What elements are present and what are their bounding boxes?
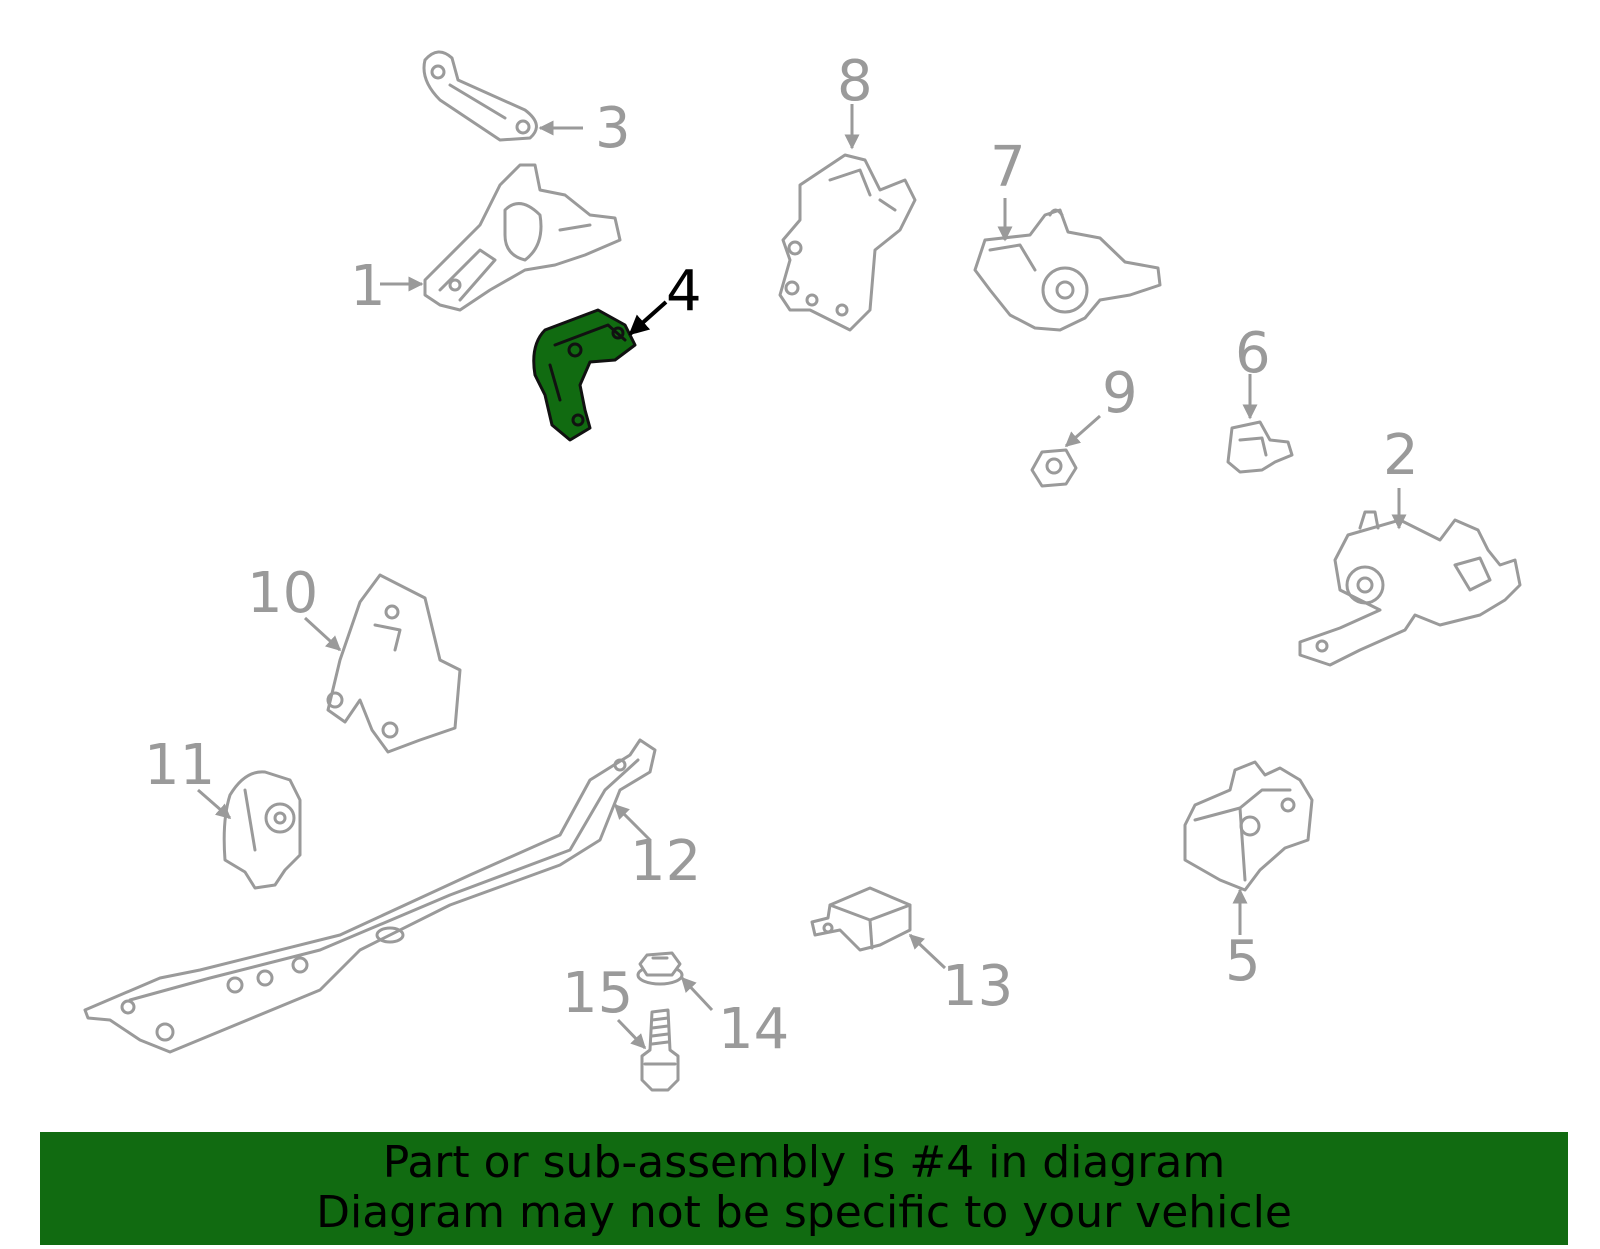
part-2-transmission-mount (1298, 510, 1522, 667)
info-banner: Part or sub-assembly is #4 in diagram Di… (40, 1132, 1568, 1245)
leader-15 (616, 1018, 647, 1050)
part-15-stud-bolt (640, 1008, 680, 1092)
callout-4: 4 (666, 259, 702, 324)
part-14-flange-nut (636, 951, 684, 986)
leader-9 (1064, 414, 1101, 448)
part-6-clip (1226, 420, 1294, 474)
part-1-engine-mount (423, 163, 622, 312)
callout-14: 14 (718, 997, 789, 1062)
part-10-bracket (326, 573, 462, 754)
callout-10: 10 (247, 561, 318, 626)
part-4-highlighted-bracket (532, 308, 637, 442)
part-5-mount-bracket (1183, 760, 1314, 892)
leader-12 (613, 803, 652, 842)
callout-15: 15 (562, 961, 633, 1026)
callout-8: 8 (837, 49, 873, 114)
leader-13 (908, 933, 947, 970)
callout-7: 7 (990, 135, 1026, 200)
leader-14 (680, 976, 714, 1012)
part-7-engine-mount (973, 208, 1162, 332)
leader-11 (197, 788, 232, 820)
part-13-damper (810, 886, 912, 952)
callout-9: 9 (1102, 361, 1138, 426)
callout-5: 5 (1225, 929, 1261, 994)
banner-line-2: Diagram may not be specific to your vehi… (316, 1187, 1292, 1238)
callout-6: 6 (1235, 321, 1271, 386)
callout-1: 1 (350, 254, 386, 319)
part-12-crossmember (83, 738, 657, 1054)
callout-3: 3 (595, 96, 631, 161)
callout-11: 11 (144, 733, 215, 798)
part-9-nut (1030, 448, 1078, 488)
part-8-bracket (778, 153, 917, 332)
callout-13: 13 (942, 954, 1013, 1019)
callout-12: 12 (630, 829, 701, 894)
leader-10 (303, 616, 342, 652)
leader-4 (628, 300, 668, 336)
part-11-mount (222, 770, 302, 890)
callout-2: 2 (1383, 423, 1419, 488)
part-3-bracket (422, 50, 538, 142)
banner-line-1: Part or sub-assembly is #4 in diagram (382, 1137, 1226, 1188)
